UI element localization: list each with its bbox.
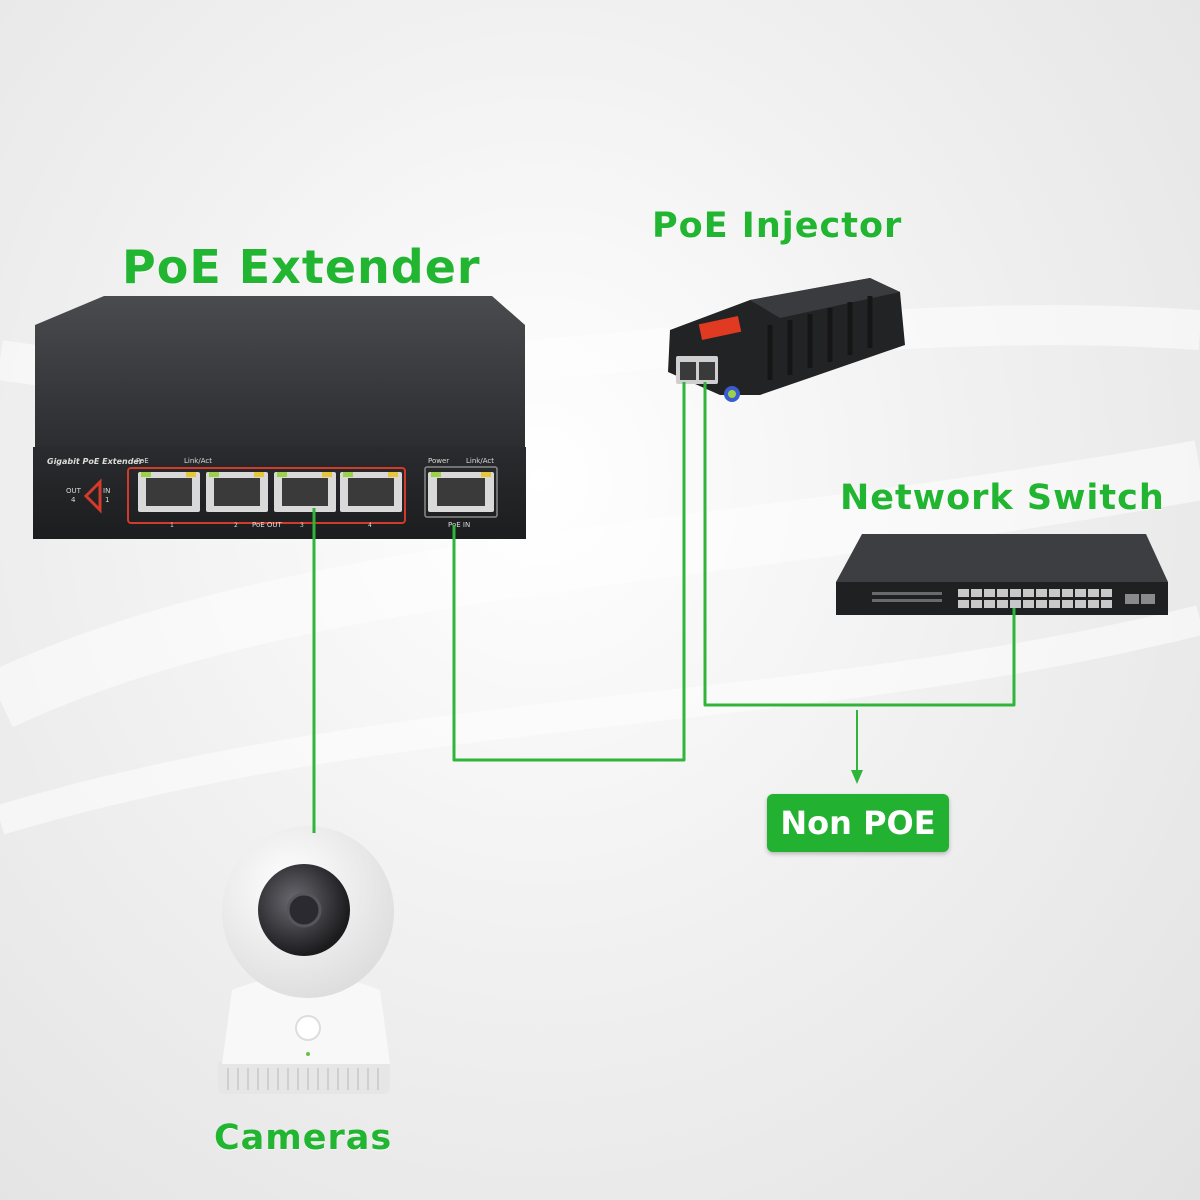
extender-model-text: Gigabit PoE Extender	[47, 457, 144, 466]
poe-extender-label: PoE Extender	[122, 240, 481, 294]
cable-lines	[312, 382, 1016, 833]
poe-injector-device	[668, 278, 905, 402]
out-number: 4	[71, 496, 76, 504]
port-number-3: 3	[300, 522, 304, 529]
poe-out-port-1	[138, 472, 200, 512]
direction-arrow-icon	[83, 478, 102, 514]
poe-out-port-frame	[127, 467, 406, 524]
in-number: 1	[105, 496, 109, 504]
port-number-4: 4	[368, 522, 372, 529]
port-number-1: 1	[170, 522, 174, 529]
network-switch-label: Network Switch	[840, 478, 1165, 518]
injector-red-label	[698, 316, 742, 340]
power-led-label: Power	[428, 457, 449, 465]
poe-injector-label: PoE Injector	[652, 206, 903, 246]
poe-in-label: PoE IN	[448, 521, 470, 529]
poe-out-port-2	[206, 472, 268, 512]
network-switch-device	[836, 534, 1168, 615]
extender-top-panel	[35, 296, 525, 447]
poe-in-port	[424, 466, 498, 518]
switch-ports	[958, 589, 1112, 608]
link-act-led-label: Link/Act	[184, 457, 212, 465]
non-poe-arrow	[851, 710, 863, 784]
port-number-2: 2	[234, 522, 238, 529]
poe-led-label: PoE	[136, 457, 149, 465]
in-label: IN	[103, 487, 110, 495]
out-label: OUT	[66, 487, 82, 495]
cable-injector-to-switch	[703, 382, 1016, 707]
cable-extender-to-injector	[452, 382, 686, 762]
camera-device	[218, 826, 394, 1094]
poe-extender-device: Gigabit PoE Extender PoE Link/Act Power …	[33, 296, 526, 539]
link-act-led-label-2: Link/Act	[466, 457, 494, 465]
poe-out-label: PoE OUT	[252, 521, 283, 529]
poe-out-port-4	[340, 472, 402, 512]
poe-out-port-3	[274, 472, 336, 512]
non-poe-badge: Non POE	[767, 794, 949, 852]
cameras-label: Cameras	[214, 1118, 393, 1158]
